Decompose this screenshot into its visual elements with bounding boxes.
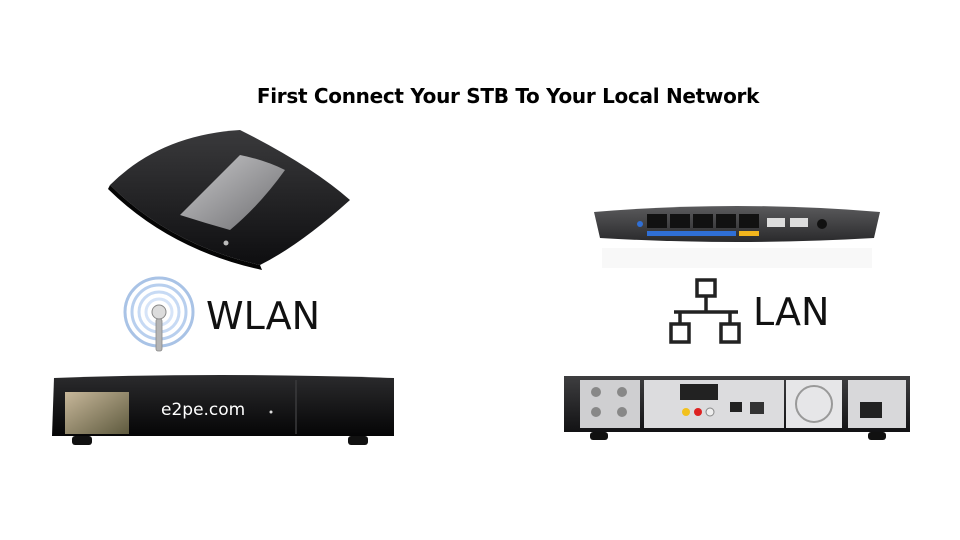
- wired-router-image: [594, 206, 880, 268]
- page-title: First Connect Your STB To Your Local Net…: [256, 84, 760, 108]
- stb-brand-text: e2pe.com: [161, 400, 246, 420]
- wlan-label: WLAN: [206, 294, 321, 338]
- network-topology-icon: [669, 278, 741, 344]
- wireless-router-image: [108, 130, 350, 270]
- lan-label: LAN: [753, 290, 830, 334]
- stb-back-image: [564, 376, 910, 440]
- stb-front-image: [52, 375, 394, 445]
- wifi-antenna-icon: [123, 276, 195, 352]
